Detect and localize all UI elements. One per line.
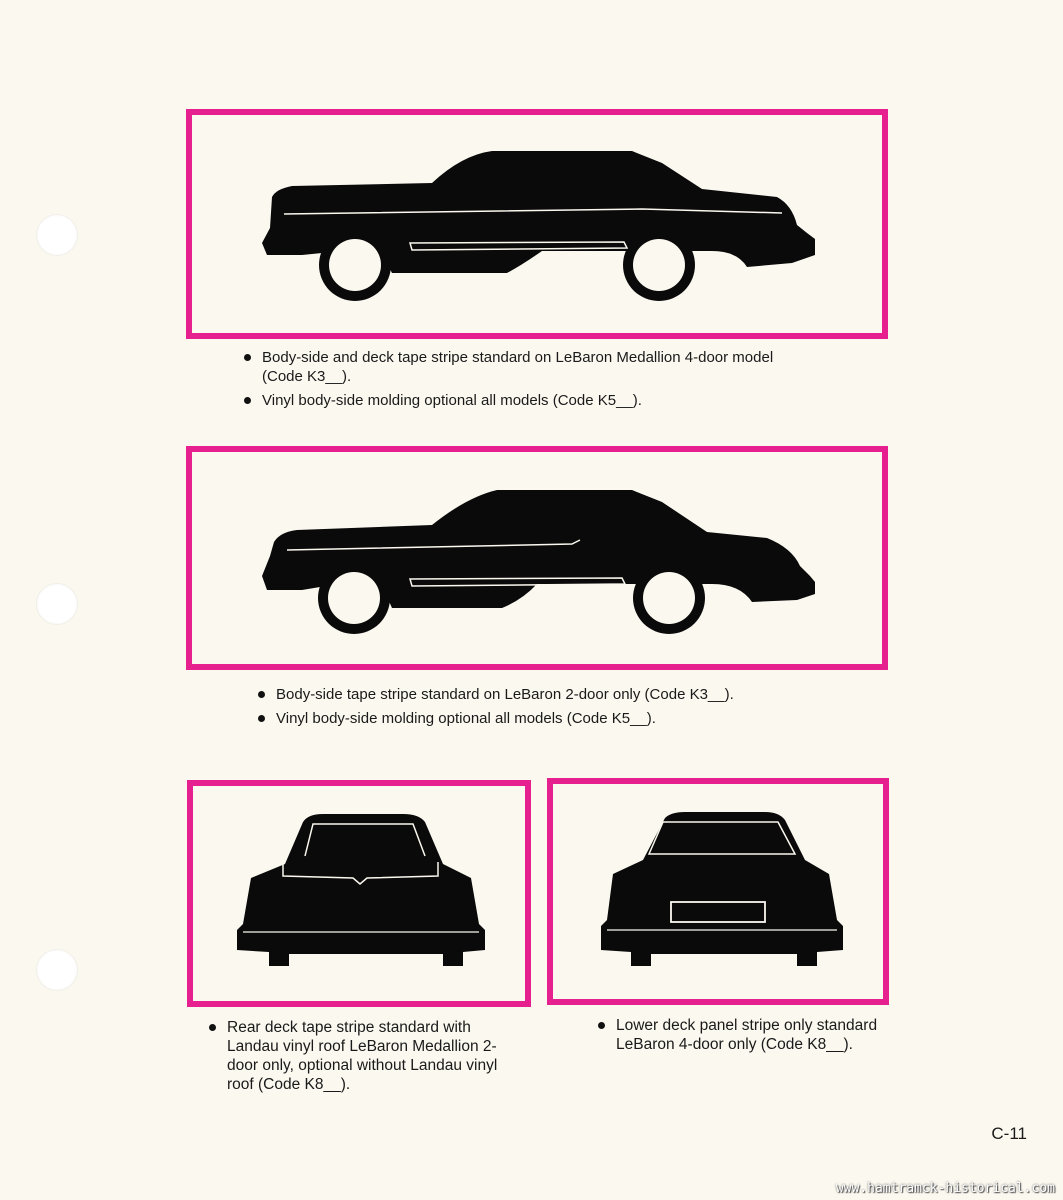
binder-hole-top xyxy=(36,214,78,256)
top-note-2: Vinyl body-side molding optional all mod… xyxy=(244,391,804,410)
middle-car-frame xyxy=(186,446,888,670)
car-side-silhouette-4door xyxy=(262,151,815,301)
bottom-right-note-1: Lower deck panel stripe only standard Le… xyxy=(598,1016,898,1054)
bottom-left-car-frame xyxy=(187,780,531,1007)
bottom-left-car-notes: Rear deck tape stripe standard with Land… xyxy=(209,1018,519,1099)
binder-hole-middle xyxy=(36,583,78,625)
watermark: www.hamtramck-historical.com xyxy=(835,1181,1055,1196)
top-car-notes: Body-side and deck tape stripe standard … xyxy=(244,348,804,415)
car-rear-silhouette-lower-stripe xyxy=(601,812,843,966)
bottom-left-note-1: Rear deck tape stripe standard with Land… xyxy=(209,1018,519,1094)
car-side-silhouette-2door xyxy=(262,490,815,634)
top-note-1: Body-side and deck tape stripe standard … xyxy=(244,348,804,386)
middle-note-2: Vinyl body-side molding optional all mod… xyxy=(258,709,818,728)
bottom-right-car-frame xyxy=(547,778,889,1005)
car-rear-silhouette-deck-stripe xyxy=(237,814,485,966)
middle-car-notes: Body-side tape stripe standard on LeBaro… xyxy=(258,685,818,733)
bottom-right-car-notes: Lower deck panel stripe only standard Le… xyxy=(598,1016,898,1059)
top-car-frame xyxy=(186,109,888,339)
page-number: C-11 xyxy=(991,1124,1027,1143)
middle-note-1: Body-side tape stripe standard on LeBaro… xyxy=(258,685,818,704)
binder-hole-bottom xyxy=(36,949,78,991)
